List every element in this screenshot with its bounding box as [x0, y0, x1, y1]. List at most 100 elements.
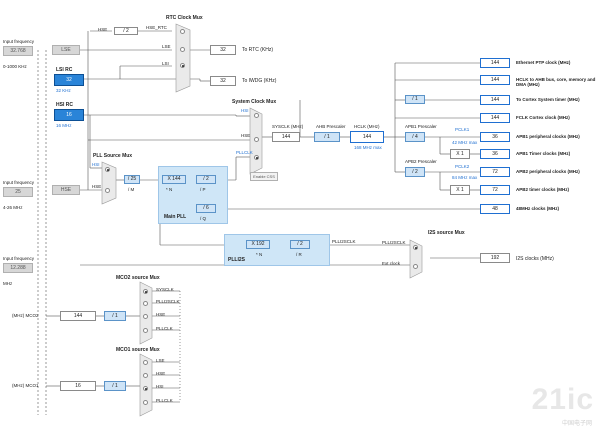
pll-q-divider[interactable]: / 6	[196, 204, 216, 213]
mco2-divider[interactable]: / 1	[104, 311, 126, 321]
pll-src-radio-hse[interactable]	[105, 188, 110, 193]
pll-q-label: / Q	[200, 216, 207, 221]
output-clock-value[interactable]: 72	[480, 185, 510, 195]
rtc-mux-radio-hse[interactable]	[180, 29, 185, 34]
pll-p-divider[interactable]: / 2	[196, 175, 216, 184]
pclk1-label: PCLK1	[455, 127, 470, 132]
sys-mux-radio-pllclk[interactable]	[254, 155, 259, 160]
mco2-source-radio[interactable]	[143, 301, 148, 306]
hclk-max: 168 MHz max	[354, 145, 382, 150]
rtc-mux-radio-lsi[interactable]	[180, 63, 185, 68]
hse-source-box: HSE	[52, 185, 80, 195]
pll-m-label: / M	[128, 187, 135, 192]
pclk1-max: 42 MHz max	[452, 140, 478, 145]
rtc-lsi-label: LSI	[162, 61, 169, 66]
output-clock-label: APB2 timer clocks (MHz)	[516, 187, 570, 192]
rtc-lse-label: LSE	[162, 44, 171, 49]
output-clock-value[interactable]: 144	[480, 58, 510, 68]
output-clock-value[interactable]: 144	[480, 113, 510, 123]
i2s-source-mux-title: I2S source Mux	[428, 230, 465, 236]
pll-source-mux-shape	[101, 161, 117, 205]
sys-mux-hse-label: HSE	[241, 133, 251, 138]
output-clock-value[interactable]: 36	[480, 149, 510, 159]
i2s-ext-input-value[interactable]: 12.288	[3, 263, 33, 273]
mco1-source-label: HSI	[156, 384, 164, 389]
mco2-source-label: PLLCLK	[156, 326, 173, 331]
plli2s-r-divider[interactable]: / 2	[290, 240, 310, 249]
mco2-source-radio[interactable]	[143, 314, 148, 319]
mco2-source-label: PLLI2SCLK	[156, 299, 180, 304]
mco1-divider[interactable]: / 1	[104, 381, 126, 391]
plli2s-label: PLLI2S	[228, 257, 245, 263]
watermark-caption: 中国电子网	[561, 421, 592, 427]
mco1-value: 16	[60, 381, 96, 391]
hclk-label: HCLK (MHz)	[354, 124, 380, 129]
output-clock-label: HCLK to AHB bus, core, memory and DMA (M…	[516, 77, 596, 87]
i2s-mux-input-plli2sclk: PLLI2SCLK	[382, 240, 406, 245]
lse-input-frequency-label: Input frequency	[3, 39, 35, 44]
mco1-source-radio[interactable]	[143, 373, 148, 378]
apb1-timer-multiplier: X 1	[450, 149, 470, 159]
lsi-label: LSI RC	[56, 67, 73, 73]
ahb-prescaler-select[interactable]: / 1	[314, 132, 340, 142]
apb2-timer-multiplier: X 1	[450, 185, 470, 195]
plli2s-n-multiplier[interactable]: X 192	[246, 240, 270, 249]
to-rtc-label: To RTC (KHz)	[242, 47, 274, 53]
sys-mux-pllclk-label: PLLCLK	[236, 150, 253, 155]
hclk-value[interactable]: 144	[350, 131, 384, 143]
lse-source-box: LSE	[52, 45, 80, 55]
rtc-hse-input-label: HSE	[98, 27, 108, 32]
mco2-source-radio[interactable]	[143, 328, 148, 333]
output-clock-label: FCLK Cortex clock (MHz)	[516, 115, 570, 120]
hsi-value: 16	[54, 109, 84, 121]
mco1-source-label: LSE	[156, 358, 165, 363]
mco2-value: 144	[60, 311, 96, 321]
rtc-hse-rtc-label: HSE_RTC	[146, 25, 167, 30]
cortex-timer-divider[interactable]: / 1	[405, 95, 425, 104]
sys-mux-radio-hse[interactable]	[254, 137, 259, 142]
mco2-source-radio[interactable]	[143, 289, 148, 294]
output-clock-value[interactable]: 72	[480, 167, 510, 177]
lsi-unit: 32 KHz	[56, 88, 71, 93]
sysclk-label: SYSCLK (MHz)	[272, 124, 304, 129]
rtc-hse-divider[interactable]: / 2	[114, 27, 138, 35]
i2s-mux-radio-plli2s[interactable]	[413, 245, 418, 250]
pclk2-label: PCLK2	[455, 164, 470, 169]
sys-mux-hsi-label: HSI	[241, 108, 249, 113]
pll-n-multiplier[interactable]: X 144	[162, 175, 186, 184]
pll-m-divider[interactable]: / 25	[124, 175, 140, 184]
to-iwdg-value: 32	[210, 76, 236, 86]
sys-mux-radio-hsi[interactable]	[254, 113, 259, 118]
i2s-clocks-label: I2S clocks (MHz)	[516, 256, 554, 262]
plli2s-r-label: / R	[296, 252, 302, 257]
system-clock-mux-title: System Clock Mux	[232, 99, 277, 105]
sysclk-value: 144	[272, 132, 300, 142]
apb1-prescaler-label: APB1 Prescaler	[405, 124, 437, 129]
i2s-input-unit: MHz	[3, 281, 13, 286]
mco1-source-radio[interactable]	[143, 400, 148, 405]
apb2-prescaler-label: APB2 Prescaler	[405, 159, 437, 164]
pll-src-hse-label: HSE	[92, 184, 102, 189]
plli2s-panel	[224, 234, 330, 266]
rtc-mux-radio-lse[interactable]	[180, 47, 185, 52]
apb2-prescaler-select[interactable]: / 2	[405, 167, 425, 177]
plli2s-n-label: * N	[256, 252, 263, 257]
mco1-source-radio[interactable]	[143, 386, 148, 391]
mco1-source-radio[interactable]	[143, 360, 148, 365]
apb1-prescaler-select[interactable]: / 4	[405, 132, 425, 142]
output-clock-value[interactable]: 144	[480, 95, 510, 105]
watermark-logo: 21ic	[531, 383, 594, 416]
enable-css-button[interactable]: Enable CSS	[250, 172, 278, 181]
output-clock-value[interactable]: 36	[480, 132, 510, 142]
output-clock-label: APB1 Timer clocks (MHz)	[516, 151, 571, 156]
hse-input-value[interactable]: 25	[3, 187, 33, 197]
output-clock-label: Ethernet PTP clock (MHz)	[516, 60, 571, 65]
to-rtc-value: 32	[210, 45, 236, 55]
pll-src-radio-hsi[interactable]	[105, 167, 110, 172]
output-clock-value[interactable]: 144	[480, 75, 510, 85]
output-clock-value[interactable]: 48	[480, 204, 510, 214]
lse-input-value[interactable]: 32.768	[3, 46, 33, 56]
i2s-mux-radio-ext[interactable]	[413, 264, 418, 269]
